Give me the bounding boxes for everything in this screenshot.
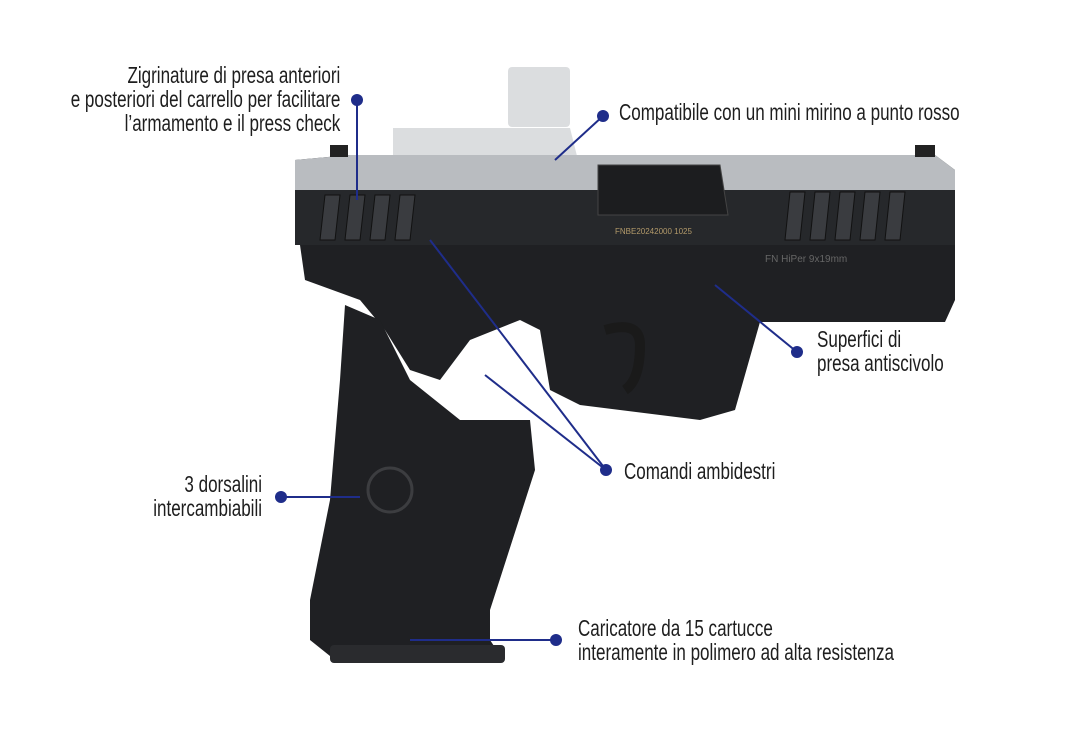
callout-dot-controls <box>600 464 612 476</box>
callout-backstraps: 3 dorsalini intercambiabili <box>153 472 262 520</box>
callout-dot-serrations <box>351 94 363 106</box>
leader-lines <box>281 100 798 641</box>
callout-grip-texture: Superfici di presa antiscivolo <box>817 327 944 375</box>
frame: FN HiPer 9x19mm <box>300 245 955 663</box>
callout-optic: Compatibile con un mini mirino a punto r… <box>619 100 960 124</box>
callout-dot-grip-texture <box>791 346 803 358</box>
callout-text: Superfici di <box>817 326 902 352</box>
callout-text: Caricatore da 15 cartucce <box>578 615 773 641</box>
callout-dot-magazine <box>550 634 562 646</box>
callout-text: interamente in polimero ad alta resisten… <box>578 639 894 665</box>
callout-text: intercambiabili <box>153 495 262 521</box>
callout-text: Compatibile con un mini mirino a punto r… <box>619 99 960 125</box>
callout-text: presa antiscivolo <box>817 350 944 376</box>
model-engraving: FN HiPer 9x19mm <box>765 254 847 265</box>
callout-text: Zigrinature di presa anteriori <box>127 62 340 88</box>
callout-text: 3 dorsalini <box>184 471 262 497</box>
callout-controls: Comandi ambidestri <box>624 459 775 483</box>
callout-text: e posteriori del carrello per facilitare <box>70 86 340 112</box>
slide: FNBE20242000 1025 <box>295 145 955 245</box>
callout-serrations: Zigrinature di presa anteriori e posteri… <box>70 63 340 135</box>
callout-dot-backstraps <box>275 491 287 503</box>
callout-text: Comandi ambidestri <box>624 458 776 484</box>
serial-engraving: FNBE20242000 1025 <box>615 227 693 236</box>
callout-magazine: Caricatore da 15 cartucce interamente in… <box>578 616 894 664</box>
callout-text: l’armamento e il press check <box>124 110 340 136</box>
callout-dot-optic <box>597 110 609 122</box>
